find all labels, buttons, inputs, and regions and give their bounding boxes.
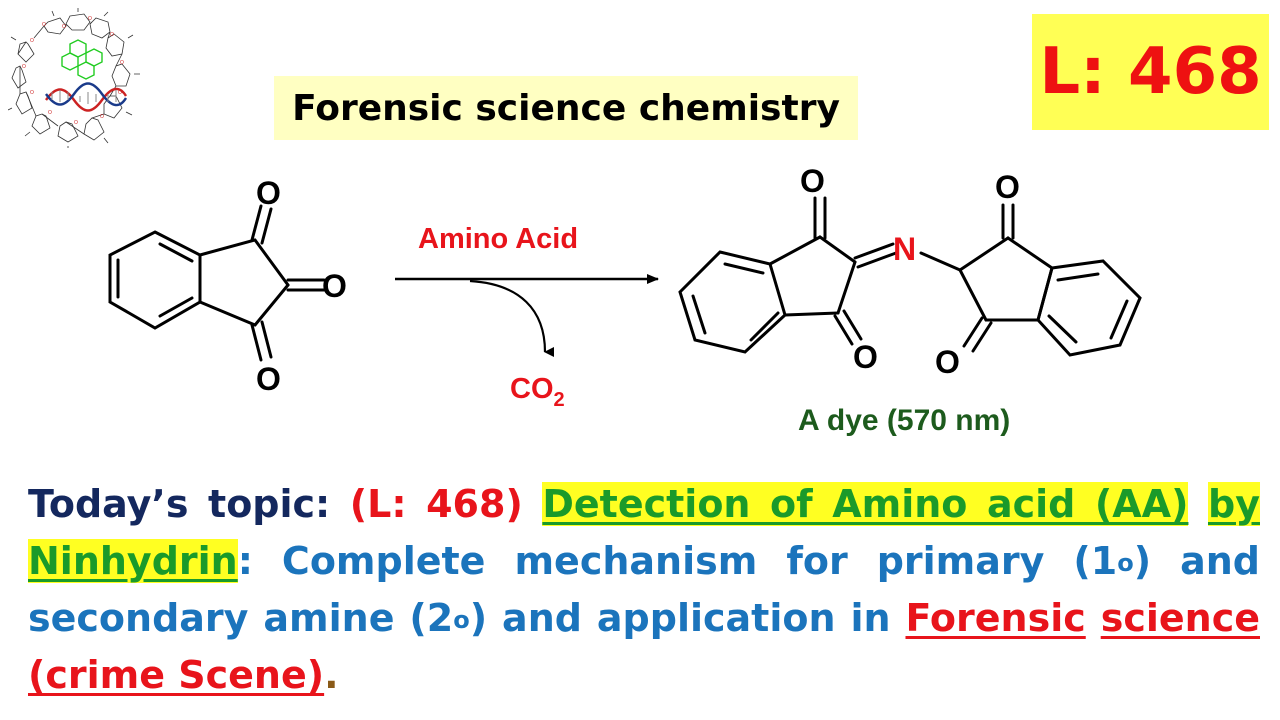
svg-text:O: O — [42, 22, 46, 28]
svg-text:O: O — [120, 60, 124, 66]
svg-text:O: O — [22, 64, 26, 70]
svg-text:O: O — [110, 32, 114, 38]
co2-release-arrow — [469, 279, 555, 357]
topic-body-3: ) and application in — [469, 596, 906, 640]
cyclodextrin-pyrene-dna-logo-icon: O O O O O O O O O O O O — [6, 8, 148, 148]
topic-forensic-2: science (crime Scene) — [28, 596, 1260, 697]
svg-text:O: O — [30, 38, 34, 44]
product-caption: A dye (570 nm) — [798, 404, 1010, 437]
lecture-number-text: L: 468 — [1039, 35, 1262, 109]
svg-text:O: O — [88, 16, 92, 22]
topic-highlight-1: Detection of Amino acid (AA) — [542, 482, 1189, 526]
svg-text:O: O — [48, 110, 52, 116]
topic-period: . — [324, 653, 339, 697]
title-banner: Forensic science chemistry — [274, 76, 858, 140]
topic-colon: : — [237, 539, 253, 583]
topic-lecture-ref: (L: 468) — [349, 482, 523, 526]
lecture-number-badge: L: 468 — [1032, 14, 1269, 130]
byproduct-label: CO2 — [510, 373, 565, 411]
product-nitrogen: N — [893, 231, 916, 267]
topic-degree-2: o — [453, 606, 470, 634]
product-oxygen-4: O — [935, 344, 960, 380]
ninhydrin-reaction-scheme: O O O Amino Acid CO2 — [108, 163, 1142, 437]
topic-intro: Today’s topic: — [28, 482, 350, 526]
svg-text:O: O — [62, 24, 66, 30]
topic-paragraph: Today’s topic: (L: 468) Detection of Ami… — [28, 476, 1260, 704]
reagent-label: Amino Acid — [418, 223, 578, 255]
ninhydrin-oxygen-top: O — [256, 175, 281, 211]
ninhydrin-oxygen-right: O — [322, 268, 347, 304]
topic-body-1: Complete mechanism for primary (1 — [252, 539, 1118, 583]
product-oxygen-1: O — [800, 163, 825, 199]
product-oxygen-2: O — [995, 169, 1020, 205]
page-title: Forensic science chemistry — [292, 87, 840, 129]
product-oxygen-3: O — [853, 339, 878, 375]
svg-text:O: O — [30, 90, 34, 96]
svg-text:O: O — [74, 120, 78, 126]
ruhemann-purple-structure — [678, 196, 1142, 357]
topic-body-2: ) and secondary amine (2 — [28, 539, 1260, 640]
topic-degree-1: o — [1117, 549, 1134, 577]
topic-forensic-1: Forensic — [905, 596, 1086, 640]
ninhydrin-oxygen-bottom: O — [256, 361, 281, 397]
svg-text:O: O — [118, 90, 122, 96]
svg-text:O: O — [100, 114, 104, 120]
ninhydrin-structure — [108, 204, 326, 362]
